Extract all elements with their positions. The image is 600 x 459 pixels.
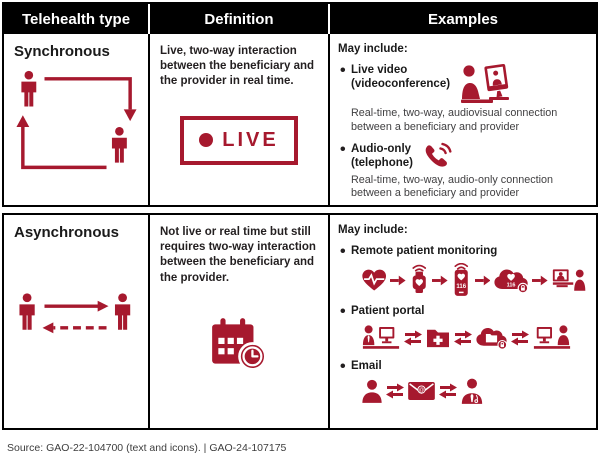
provider-person-icon [461,378,483,405]
example-audio-only: Audio-only (telephone) Real-time, two-wa… [338,141,588,202]
email-envelope-icon: @ [408,382,435,401]
asynchronous-definition-text: Not live or real time but still requires… [160,226,316,284]
provider-computer-icon [362,325,400,349]
source-line: Source: GAO-22-104700 (text and icons). … [7,442,287,454]
example-remote-patient-monitoring: Remote patient monitoring [338,243,588,297]
asynchronous-definition-cell: Not live or real time but still requires… [148,215,328,428]
synchronous-examples-cell: May include: Live video (videoconference… [328,34,596,205]
header-definition: Definition [148,4,328,34]
patient-portal-icon-chain [351,324,588,352]
remote-patient-monitoring-title: Remote patient monitoring [351,245,498,257]
videoconference-icon [461,64,510,103]
arrow-right-icon [432,275,449,286]
synchronous-definition-cell: Live, two-way interaction between the be… [148,34,328,205]
double-arrow-icon [386,383,404,399]
email-title: Email [351,359,382,372]
remote-monitoring-icon-chain: 116 116 [351,263,588,297]
medical-records-folder-icon [427,329,449,347]
provider-workstation-icon [552,269,586,291]
header-telehealth-type: Telehealth type [21,10,131,28]
telephone-icon [425,142,452,167]
calendar-clock-icon [212,317,267,371]
audio-only-title: Audio-only (telephone) [351,142,413,169]
arrow-right-icon [390,275,406,286]
cloud-health-lock-icon: 116 [494,269,529,294]
live-video-title: Live video (videoconference) [351,64,451,91]
asynchronous-table-block: Asynchronous [2,213,598,430]
asynchronous-examples-cell: May include: Remote patient monitoring [328,215,596,428]
example-email: Email [338,358,588,405]
patient-portal-title: Patient portal [351,305,425,318]
email-icon-chain: @ [351,378,588,405]
audio-only-description: Real-time, two-way, audio-only connectio… [351,173,554,200]
arrow-right-icon [474,275,491,286]
live-dot-icon [199,133,214,148]
svg-text:116: 116 [507,283,516,289]
arrow-right-icon [532,275,548,286]
synchronous-table-block: Telehealth type Definition Examples Sync… [2,2,598,207]
asynchronous-label: Asynchronous [14,224,120,241]
synchronous-type-cell: Synchronous [4,34,148,205]
live-badge-icon: LIVE [180,115,298,165]
asynchronous-type-cell: Asynchronous [4,215,148,428]
double-arrow-icon [404,330,422,346]
patient-computer-icon [533,325,571,349]
live-video-description: Real-time, two-way, audiovisual connecti… [351,107,558,133]
example-patient-portal: Patient portal [338,303,588,352]
heart-pulse-icon [362,270,387,291]
asynchronous-may-include: May include: [338,224,408,236]
example-live-video: Live video (videoconference) [338,62,588,135]
synchronous-label: Synchronous [14,43,110,60]
double-arrow-icon [454,330,472,346]
live-badge-label: LIVE [222,128,279,151]
smartphone-monitoring-icon: 116 [454,263,469,297]
patient-person-icon [362,379,382,404]
double-arrow-icon [439,383,457,399]
synchronous-two-way-diagram-icon [16,70,137,170]
synchronous-row: Synchronous [4,34,596,205]
cloud-folder-lock-icon [476,328,508,350]
table-header-row: Telehealth type Definition Examples [4,4,596,34]
header-examples: Examples [328,4,596,34]
asynchronous-two-way-diagram-icon [19,293,131,334]
svg-text:116: 116 [456,284,466,290]
svg-text:@: @ [419,388,424,394]
synchronous-definition-text: Live, two-way interaction between the be… [160,45,315,88]
synchronous-may-include: May include: [338,43,408,55]
smartwatch-heart-icon [412,265,427,294]
double-arrow-icon [511,330,529,346]
